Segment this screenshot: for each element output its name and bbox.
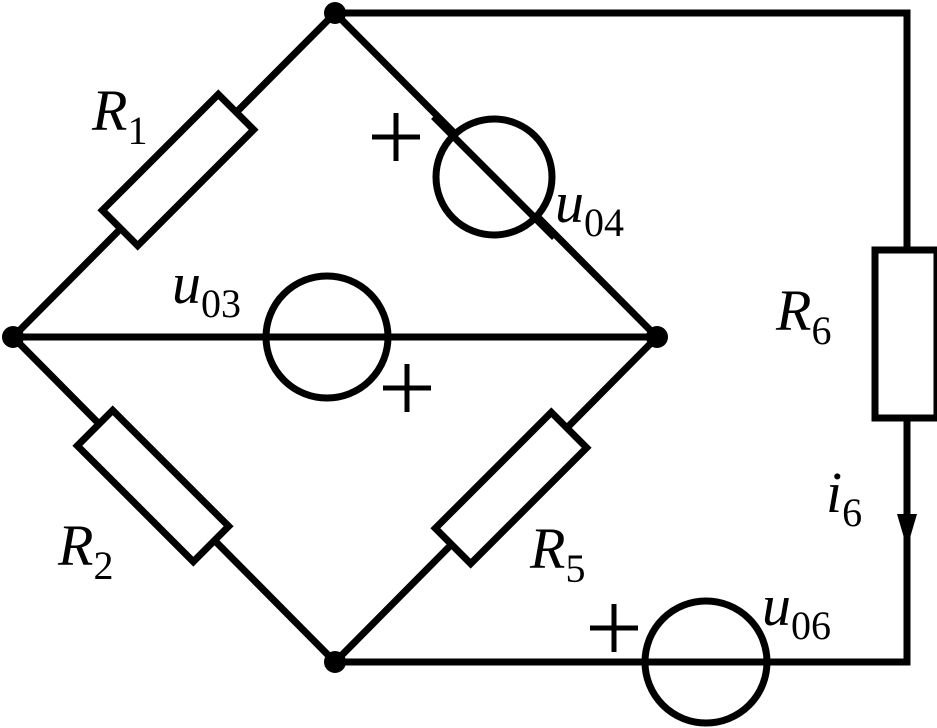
- label-u04: u04: [555, 170, 624, 245]
- plus-sign-u03: [383, 364, 431, 412]
- label-r6: R6: [775, 278, 831, 353]
- node-left: [2, 326, 24, 348]
- node-bottom: [324, 651, 346, 673]
- label-u06: u06: [762, 573, 831, 648]
- label-i6: i6: [826, 460, 862, 535]
- resistor-r1: [97, 89, 259, 251]
- label-r2: R2: [57, 513, 113, 588]
- label-r5: R5: [529, 516, 585, 591]
- resistor-r6: [871, 246, 937, 422]
- node-right: [646, 326, 668, 348]
- plus-sign-u06: [590, 604, 638, 652]
- resistor-r2: [72, 405, 234, 567]
- current-arrow-i6: [897, 514, 917, 548]
- wire-through-u04: [431, 114, 557, 240]
- label-u03: u03: [172, 251, 241, 326]
- node-top: [324, 2, 346, 24]
- plus-sign-u04: [372, 113, 420, 161]
- label-r1: R1: [91, 78, 147, 153]
- resistor-r5: [430, 407, 592, 569]
